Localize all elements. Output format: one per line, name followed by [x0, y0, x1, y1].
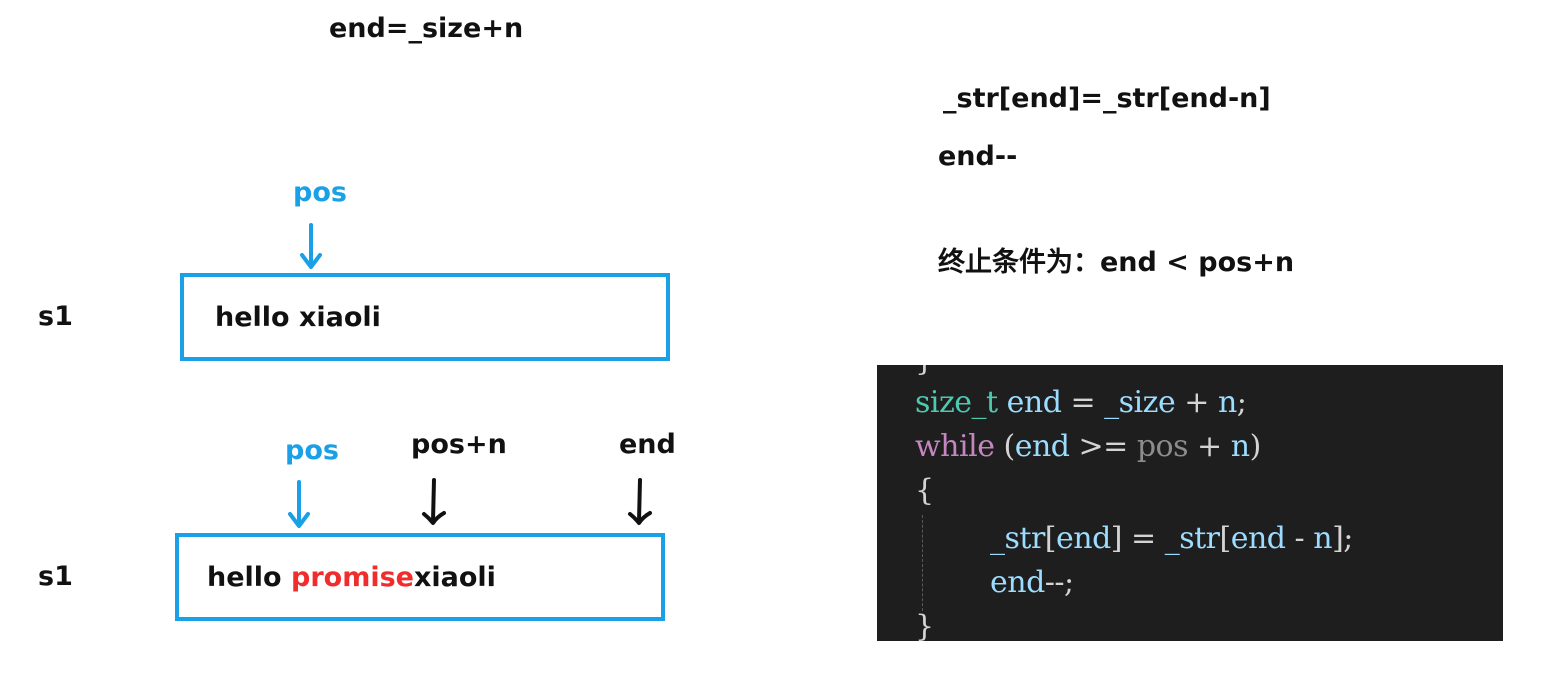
down-arrow-icon [422, 478, 446, 525]
string-label-s1: s1 [38, 561, 73, 592]
code-var-n: n [1313, 521, 1333, 556]
code-line-4: _str[end] = _str[end - n]; [990, 521, 1353, 556]
code-var-str: _str [990, 521, 1045, 556]
code-line-2: while (end >= pos + n) [915, 429, 1261, 464]
code-op: + [1188, 429, 1231, 464]
code-type-keyword: size_t [915, 385, 998, 420]
code-var-end: end [1230, 521, 1286, 556]
code-op: ]; [1332, 521, 1353, 556]
code-op: ) [1249, 429, 1262, 464]
code-prev-brace: } [915, 365, 934, 378]
code-var-end: end [1006, 385, 1062, 420]
code-op: ; [1236, 385, 1247, 420]
code-var-end: end [1056, 521, 1111, 556]
formula-end-size-n: end=_size+n [329, 13, 524, 44]
code-op: --; [1044, 565, 1074, 600]
code-var-n: n [1230, 429, 1250, 464]
code-var-str: _str [1164, 521, 1220, 556]
down-arrow-icon [300, 223, 322, 269]
code-op: [ [1219, 521, 1232, 556]
code-var-n: n [1217, 385, 1237, 420]
code-op: ] = [1110, 521, 1165, 556]
code-op: + [1175, 385, 1218, 420]
code-close-brace: } [915, 609, 934, 641]
string-suffix: xiaoli [413, 562, 496, 593]
code-op: ( [994, 429, 1015, 464]
code-op: = [1061, 385, 1105, 420]
code-line-1: size_t end = _size + n; [915, 385, 1247, 420]
string-content: hello promisexiaoli [207, 562, 496, 593]
code-op: >= [1069, 429, 1137, 464]
note-stop-condition: 终止条件为：end < pos+n [938, 247, 1295, 278]
code-op: [ [1044, 521, 1057, 556]
note-end-decrement: end-- [938, 141, 1018, 172]
code-var-size: _size [1104, 385, 1176, 420]
note-assign-str: _str[end]=_str[end-n] [943, 83, 1271, 114]
code-op: - [1285, 521, 1314, 556]
down-arrow-icon [288, 480, 310, 528]
pointer-label-pos: pos [293, 177, 347, 208]
code-var-end: end [1014, 429, 1070, 464]
string-content: hello xiaoli [215, 302, 381, 333]
string-box: hello promisexiaoli [175, 533, 665, 621]
code-while-keyword: while [915, 429, 995, 464]
code-var-pos: pos [1136, 429, 1189, 464]
inserted-string: promise [291, 562, 414, 593]
code-space [998, 385, 1007, 420]
string-prefix: hello [207, 562, 291, 593]
pointer-label-pos-plus-n: pos+n [411, 429, 507, 460]
pointer-label-pos: pos [285, 435, 339, 466]
code-line-5: end--; [990, 565, 1074, 600]
code-open-brace: { [915, 473, 934, 508]
pointer-label-end: end [619, 429, 676, 460]
string-label-s1: s1 [38, 301, 73, 332]
code-snippet: } size_t end = _size + n; while (end >= … [877, 365, 1503, 641]
indent-guide [922, 515, 923, 611]
down-arrow-icon [628, 478, 652, 525]
string-box: hello xiaoli [180, 273, 670, 361]
code-var-end: end [990, 565, 1045, 600]
